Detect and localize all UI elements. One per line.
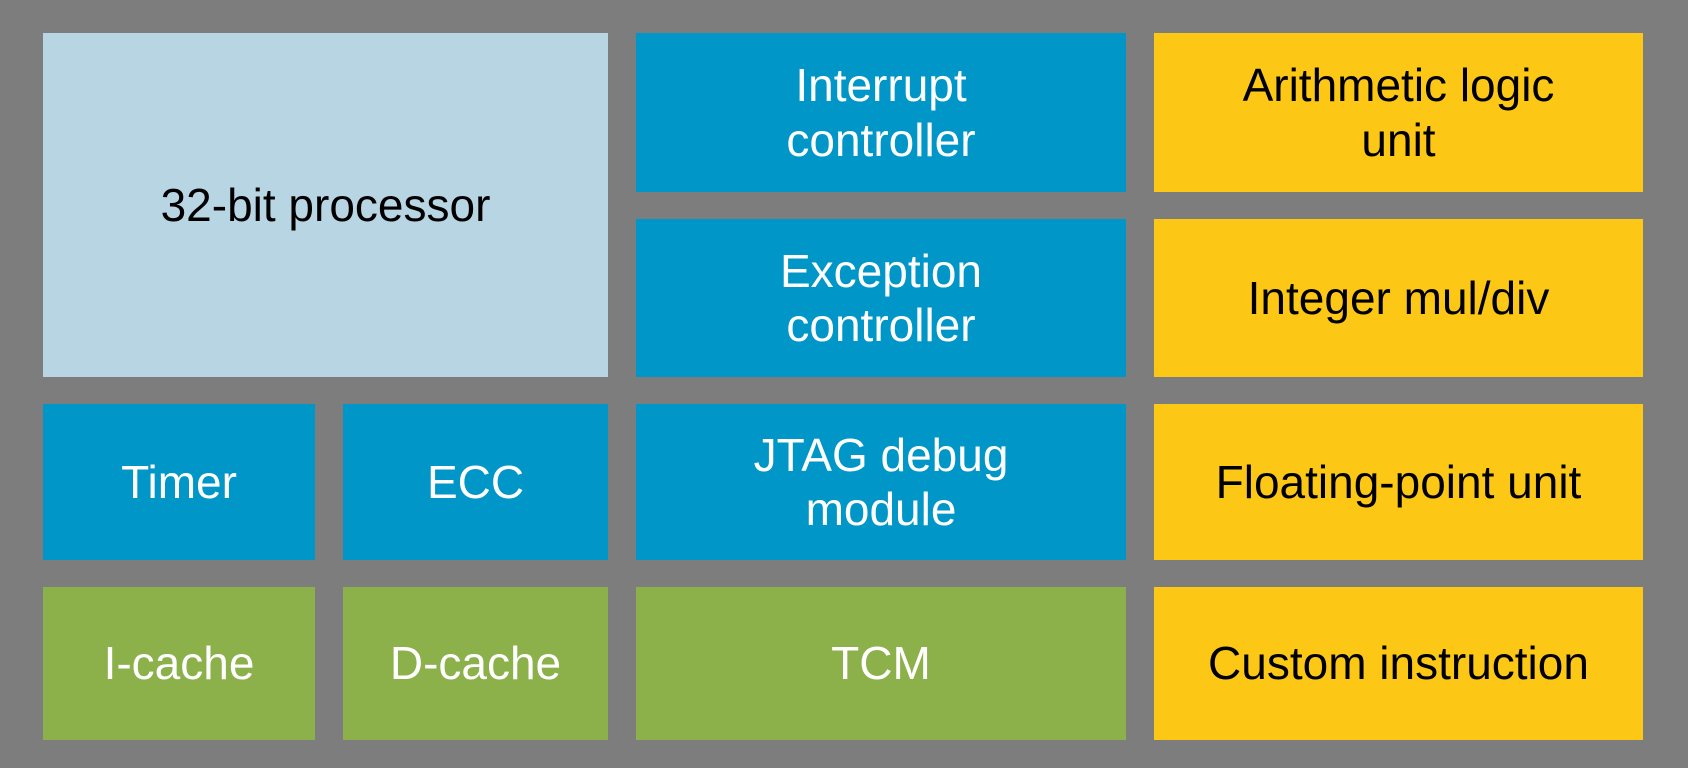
block-d-cache-label: D-cache (389, 637, 562, 690)
block-integer-mul-div-label: Integer mul/div (1247, 271, 1550, 324)
block-d-cache: D-cache (343, 587, 608, 740)
block-integer-mul-div: Integer mul/div (1154, 219, 1643, 377)
block-custom-instruction: Custom instruction (1154, 587, 1643, 740)
block-exception-controller: Exception controller (636, 219, 1126, 377)
block-timer: Timer (43, 404, 315, 560)
block-jtag-debug-module-label: JTAG debug module (753, 428, 1009, 535)
block-jtag-debug-module: JTAG debug module (636, 404, 1126, 560)
block-floating-point-unit-label: Floating-point unit (1215, 455, 1582, 508)
block-interrupt-controller: Interrupt controller (636, 33, 1126, 192)
block-timer-label: Timer (121, 455, 237, 508)
block-32-bit-processor-label: 32-bit processor (160, 178, 491, 231)
block-arithmetic-logic-unit-label: Arithmetic logic unit (1242, 59, 1555, 166)
block-floating-point-unit: Floating-point unit (1154, 404, 1643, 560)
block-tcm-label: TCM (831, 637, 931, 690)
block-i-cache: I-cache (43, 587, 315, 740)
block-ecc-label: ECC (426, 455, 525, 508)
block-arithmetic-logic-unit: Arithmetic logic unit (1154, 33, 1643, 192)
block-interrupt-controller-label: Interrupt controller (786, 59, 976, 166)
block-custom-instruction-label: Custom instruction (1208, 637, 1589, 690)
block-exception-controller-label: Exception controller (779, 244, 982, 351)
block-ecc: ECC (343, 404, 608, 560)
block-32-bit-processor: 32-bit processor (43, 33, 608, 377)
block-i-cache-label: I-cache (103, 637, 255, 690)
block-tcm: TCM (636, 587, 1126, 740)
